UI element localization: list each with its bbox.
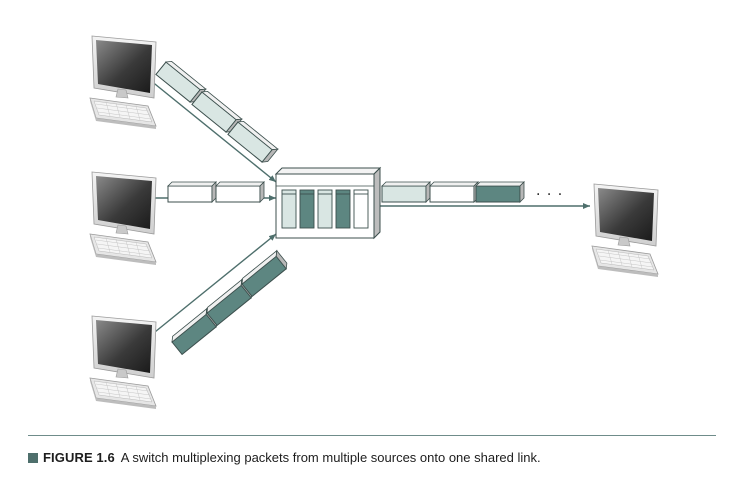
figure-caption: FIGURE 1.6 A switch multiplexing packets … bbox=[28, 450, 541, 470]
caption-square-icon bbox=[28, 453, 38, 463]
caption-text: A switch multiplexing packets from multi… bbox=[120, 450, 541, 465]
packets-outgoing bbox=[381, 181, 525, 203]
packets-middle bbox=[167, 181, 265, 203]
packet bbox=[227, 118, 279, 166]
switch-icon bbox=[274, 166, 382, 240]
packets-bottom bbox=[168, 250, 290, 355]
link-top bbox=[149, 79, 277, 183]
packets-top bbox=[155, 58, 279, 166]
destination-computer bbox=[591, 183, 659, 278]
link-bottom bbox=[149, 233, 277, 337]
source-computer-bottom bbox=[89, 315, 157, 410]
multiplexing-diagram: · · · bbox=[89, 35, 659, 410]
packet bbox=[381, 181, 431, 203]
packet bbox=[429, 181, 479, 203]
caption-divider bbox=[28, 435, 716, 436]
figure-label: FIGURE 1.6 bbox=[43, 450, 115, 465]
packet bbox=[475, 181, 525, 203]
packet bbox=[167, 181, 217, 203]
packet bbox=[215, 181, 265, 203]
ellipsis: · · · bbox=[536, 187, 563, 203]
source-computer-top bbox=[89, 35, 157, 130]
source-computer-middle bbox=[89, 171, 157, 266]
switch-buffers bbox=[281, 189, 369, 229]
